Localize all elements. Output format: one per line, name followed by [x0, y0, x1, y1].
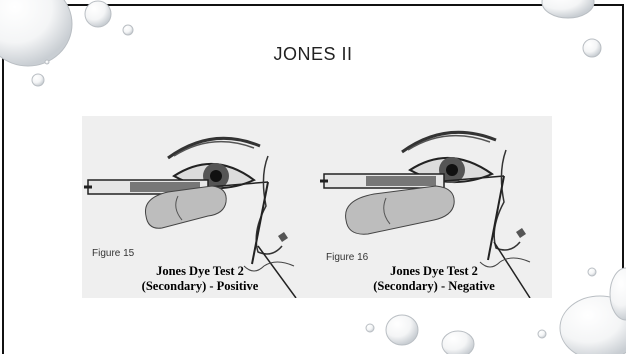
figure-caption: Jones Dye Test 2 (Secondary) - Positive: [82, 264, 318, 294]
figure-positive: Figure 15 Jones Dye Test 2 (Secondary) -…: [82, 116, 318, 298]
droplet-right-small: [588, 268, 596, 276]
figure-negative: Figure 16 Jones Dye Test 2 (Secondary) -…: [316, 116, 552, 298]
droplet-bottom-right-large: [560, 296, 626, 354]
figure-number: Figure 16: [326, 252, 368, 263]
figure-caption-line2: (Secondary) - Negative: [316, 279, 552, 294]
droplet-left-mid: [32, 74, 44, 86]
droplet-top-left-tiny: [123, 25, 133, 35]
figure-caption-line2: (Secondary) - Positive: [82, 279, 318, 294]
figure-caption-line1: Jones Dye Test 2: [316, 264, 552, 279]
droplet-bottom-center: [386, 315, 418, 345]
droplet-bottom-right-edge: [610, 268, 626, 320]
droplet-bottom-right-tiny: [538, 330, 546, 338]
slide-title: JONES II: [0, 44, 626, 65]
figure-caption: Jones Dye Test 2 (Secondary) - Negative: [316, 264, 552, 294]
figure-caption-line1: Jones Dye Test 2: [82, 264, 318, 279]
droplet-top-right: [542, 0, 594, 18]
droplet-bottom-center-tiny: [366, 324, 374, 332]
figure-number: Figure 15: [92, 248, 134, 259]
droplet-top-left-small: [85, 1, 111, 27]
droplet-bottom-center-right: [442, 331, 474, 354]
